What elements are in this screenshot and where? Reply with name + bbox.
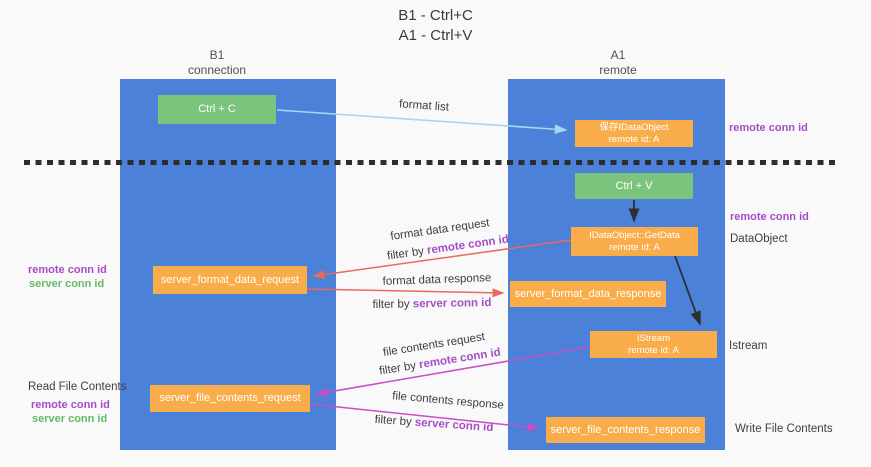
column-a1-role: remote [599, 63, 637, 77]
filter-by-text: filter by [372, 298, 413, 312]
diagram-title: B1 - Ctrl+C A1 - Ctrl+V [0, 6, 871, 46]
server-conn-id-text: server conn id [414, 416, 494, 435]
save-dataobject-line2: remote id: A [608, 133, 660, 145]
left-remote-conn-id-mid: remote conn id [28, 264, 107, 276]
left-server-conn-id-mid: server conn id [29, 278, 105, 290]
column-a1-name: A1 [610, 48, 626, 62]
right-remote-conn-id-top: remote conn id [729, 122, 808, 134]
label-format-data-response: format data response [382, 272, 492, 288]
label-filter-server-1: filter by server conn id [372, 297, 491, 311]
column-b1-name: B1 [209, 48, 225, 62]
server-file-contents-response-box: server_file_contents_response [546, 417, 705, 443]
write-file-contents-label: Write File Contents [735, 423, 833, 435]
filter-by-text: filter by [374, 413, 416, 429]
save-dataobject-line1: 保存IDataObject [599, 121, 669, 133]
column-b1-role: connection [187, 63, 247, 77]
istream-box: IStream remote id: A [590, 331, 717, 358]
label-file-contents-response: file contents response [391, 390, 505, 412]
dataobject-label: DataObject [730, 233, 788, 245]
server-format-data-response-box: server_format_data_response [510, 281, 666, 307]
column-header-b1: B1 connection [157, 48, 277, 78]
label-format-list: format list [398, 98, 450, 114]
column-header-a1: A1 remote [558, 48, 678, 78]
label-filter-server-2: filter by server conn id [374, 414, 493, 434]
istream-line1: IStream [636, 332, 671, 344]
save-dataobject-box: 保存IDataObject remote id: A [575, 120, 693, 147]
server-file-contents-request-label: server_file_contents_request [159, 392, 301, 404]
getdata-line2: remote id: A [609, 241, 660, 253]
left-remote-conn-id-bottom: remote conn id [31, 399, 110, 411]
getdata-line1: IDataObject::GetData [589, 229, 680, 241]
ctrl-c-box: Ctrl + C [158, 95, 276, 124]
server-format-data-response-label: server_format_data_response [514, 287, 662, 300]
right-remote-conn-id-mid: remote conn id [730, 211, 809, 223]
idataobject-getdata-box: IDataObject::GetData remote id: A [571, 227, 698, 256]
server-format-data-request-box: server_format_data_request [153, 266, 307, 294]
server-file-contents-request-box: server_file_contents_request [150, 385, 310, 412]
server-conn-id-text: server conn id [412, 296, 492, 311]
istream-line2: remote id: A [628, 344, 679, 356]
left-server-conn-id-bottom: server conn id [32, 413, 108, 425]
ctrl-v-label: Ctrl + V [615, 179, 653, 192]
title-line2: A1 - Ctrl+V [398, 27, 473, 44]
server-format-data-request-label: server_format_data_request [160, 273, 300, 286]
ctrl-v-box: Ctrl + V [575, 173, 693, 199]
read-file-contents-label: Read File Contents [28, 381, 127, 393]
session-divider-dashed-line [24, 160, 836, 165]
ctrl-c-label: Ctrl + C [198, 103, 236, 115]
filter-by-text: filter by [378, 359, 421, 378]
istream-side-label: Istream [729, 340, 768, 352]
arrow-format-data-response [306, 288, 505, 298]
server-file-contents-response-label: server_file_contents_response [550, 423, 701, 436]
filter-by-text: filter by [386, 244, 428, 263]
remote-conn-id-text: remote conn id [426, 233, 510, 257]
title-line1: B1 - Ctrl+C [398, 7, 473, 24]
